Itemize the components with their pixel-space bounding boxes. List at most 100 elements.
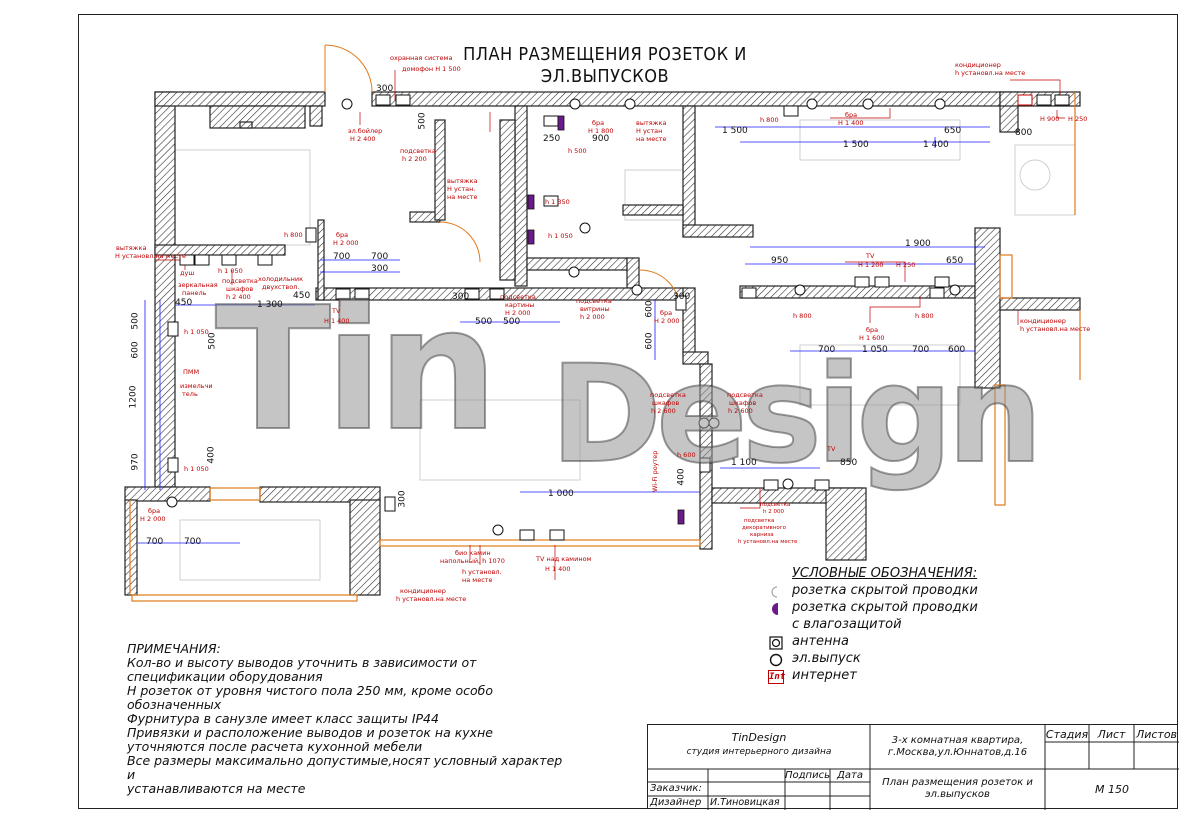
label-bra-3-h: H 2 000 bbox=[333, 239, 359, 247]
legend-item-socket-waterproof: розетка скрытой проводки bbox=[765, 600, 995, 617]
label-fridge-b: двухствол. bbox=[262, 283, 300, 291]
label-shower: душ bbox=[180, 269, 195, 277]
notes-line: обозначенных bbox=[127, 697, 222, 712]
dim-970: 970 bbox=[130, 453, 141, 471]
label-backlight-1: подсветка bbox=[400, 147, 436, 155]
legend-item-antenna: антенна bbox=[765, 634, 995, 651]
title-block: TinDesign студия интерьерного дизайна 3-… bbox=[647, 724, 1179, 810]
label-grinder-b: тель bbox=[182, 390, 198, 398]
legend-item-el-outlet: эл.выпуск bbox=[765, 651, 995, 668]
label-cond-bottom: кондиционер bbox=[400, 587, 446, 595]
label-mirror-panel-b: панель bbox=[182, 289, 207, 297]
dim-1500-2: 1 500 bbox=[843, 140, 869, 150]
notes-line: Н розеток от уровня чистого пола 250 мм,… bbox=[127, 683, 493, 698]
label-bra-2-h: H 1 400 bbox=[838, 119, 864, 127]
label-decor-bl-d: h установл.на месте bbox=[738, 539, 798, 545]
label-bra-4-h: H 2 000 bbox=[654, 317, 680, 325]
label-bra-5: бра bbox=[866, 326, 879, 334]
label-bio-fire-c: h установл. bbox=[462, 568, 502, 576]
dim-400-c: 400 bbox=[676, 468, 687, 486]
stamp-plan-name-b: эл.выпусков bbox=[925, 789, 990, 800]
legend-label: с влагозащитой bbox=[792, 617, 902, 632]
furniture-layer bbox=[174, 119, 1076, 581]
label-wifi: Wi-Fi роутер bbox=[651, 450, 659, 492]
label-bra-4: бра bbox=[660, 309, 673, 317]
dim-300-5: 300 bbox=[397, 490, 408, 508]
notes-heading: ПРИМЕЧАНИЯ: bbox=[127, 641, 221, 656]
legend: УСЛОВНЫЕ ОБОЗНАЧЕНИЯ: розетка скрытой пр… bbox=[765, 566, 995, 685]
label-h1050-3: h 1 050 bbox=[184, 328, 209, 336]
dim-650-2: 650 bbox=[946, 256, 964, 266]
dim-300-4: 300 bbox=[673, 292, 691, 302]
doors bbox=[324, 44, 681, 311]
stamp-studio: TinDesign bbox=[731, 731, 787, 744]
stamp-plan-name: План размещения розеток и bbox=[882, 777, 1033, 788]
label-alarm: охранная система bbox=[390, 54, 453, 62]
notes-line: устанавливаются на месте bbox=[127, 781, 306, 796]
dim-850: 850 bbox=[840, 458, 858, 468]
label-grinder: измельчи bbox=[180, 382, 213, 390]
stamp-stage: Стадия bbox=[1045, 728, 1089, 741]
label-h800-2: h 800 bbox=[284, 231, 303, 239]
label-bra-2: бра bbox=[845, 111, 858, 119]
label-bio-fire-d: на месте bbox=[462, 576, 493, 584]
dim-600-l: 600 bbox=[130, 341, 141, 359]
dim-600-r: 600 bbox=[948, 345, 966, 355]
stamp-customer: Заказчик: bbox=[650, 783, 702, 794]
socket-markers bbox=[167, 94, 1070, 541]
label-bra-5-h: H 1 600 bbox=[859, 334, 885, 342]
label-tv-2-h2: H 250 bbox=[896, 261, 916, 269]
title-line-1: ПЛАН РАЗМЕЩЕНИЯ РОЗЕТОК И bbox=[463, 44, 747, 65]
notes-line: Фурнитура в санузле имеет класс защиты I… bbox=[127, 711, 439, 726]
dim-800: 800 bbox=[1015, 128, 1033, 138]
dim-300-2: 300 bbox=[371, 264, 389, 274]
label-conditioner-top: кондиционер bbox=[955, 61, 1001, 69]
legend-label: интернет bbox=[792, 668, 857, 683]
stamp-sheet: Лист bbox=[1097, 728, 1126, 741]
label-bl-wardrobe-2-h: h 2 600 bbox=[651, 407, 676, 415]
label-bra-1: бра bbox=[592, 119, 605, 127]
stamp-date: Дата bbox=[837, 770, 863, 781]
label-cond-right: кондиционер bbox=[1020, 317, 1066, 325]
dim-500-m: 500 bbox=[207, 332, 218, 350]
stamp-designer-name: И.Тиновицкая bbox=[710, 797, 780, 808]
label-bl-showcase-b: витрины bbox=[580, 305, 610, 313]
socket-waterproof-icon bbox=[772, 603, 778, 615]
label-decor-bl-top: подсветка bbox=[760, 502, 791, 508]
label-bra-6-h: H 2 000 bbox=[140, 515, 166, 523]
label-decor-bl-b: декоративного bbox=[742, 525, 786, 531]
label-tv-2: TV bbox=[866, 252, 875, 260]
dim-700-5: 700 bbox=[146, 537, 164, 547]
label-bl-wardrobe-3-h: h 2 600 bbox=[728, 407, 753, 415]
label-conditioner-top-h: h установл.на месте bbox=[955, 69, 1026, 77]
dim-700-4: 700 bbox=[912, 345, 930, 355]
label-decor-bl-top-b: h 2 000 bbox=[763, 509, 784, 515]
label-h1350: h 1 350 bbox=[545, 198, 570, 206]
dim-250: 250 bbox=[543, 134, 561, 144]
label-hood-2: вытяжка bbox=[636, 119, 667, 127]
el-outlet-icon bbox=[769, 653, 783, 667]
label-bl-pictures: подсветка bbox=[500, 293, 536, 301]
drawing-frame bbox=[78, 14, 1178, 809]
dim-1000: 1 000 bbox=[548, 489, 574, 499]
windows bbox=[129, 92, 1081, 602]
label-hood-3: вытяжка bbox=[116, 244, 147, 252]
dim-500-c1: 500 bbox=[475, 317, 493, 327]
el-outlet-markers bbox=[166, 98, 961, 536]
dim-1900: 1 900 bbox=[905, 239, 931, 249]
waterproof-sockets bbox=[527, 115, 685, 525]
dim-500-l: 500 bbox=[130, 312, 141, 330]
label-fridge: холодильник bbox=[258, 275, 304, 283]
label-bio-fire-b: напольный, h 1070 bbox=[440, 557, 505, 565]
label-bl-wardrobe-2-b: шкафов bbox=[652, 399, 680, 407]
label-hood-2-b: на месте bbox=[636, 135, 667, 143]
dim-700-3: 700 bbox=[818, 345, 836, 355]
label-mirror-panel: зеркальная bbox=[178, 281, 218, 289]
leader-lines bbox=[155, 70, 1065, 580]
label-el-boiler: эл.бойлер bbox=[348, 127, 383, 135]
label-h1050-1: h 1 050 bbox=[548, 232, 573, 240]
label-cond-bottom-h: h установл.на месте bbox=[396, 595, 467, 603]
label-bra-1-h: H 1 800 bbox=[588, 127, 614, 135]
label-h800-4: h 800 bbox=[915, 312, 934, 320]
legend-label: эл.выпуск bbox=[792, 651, 861, 666]
